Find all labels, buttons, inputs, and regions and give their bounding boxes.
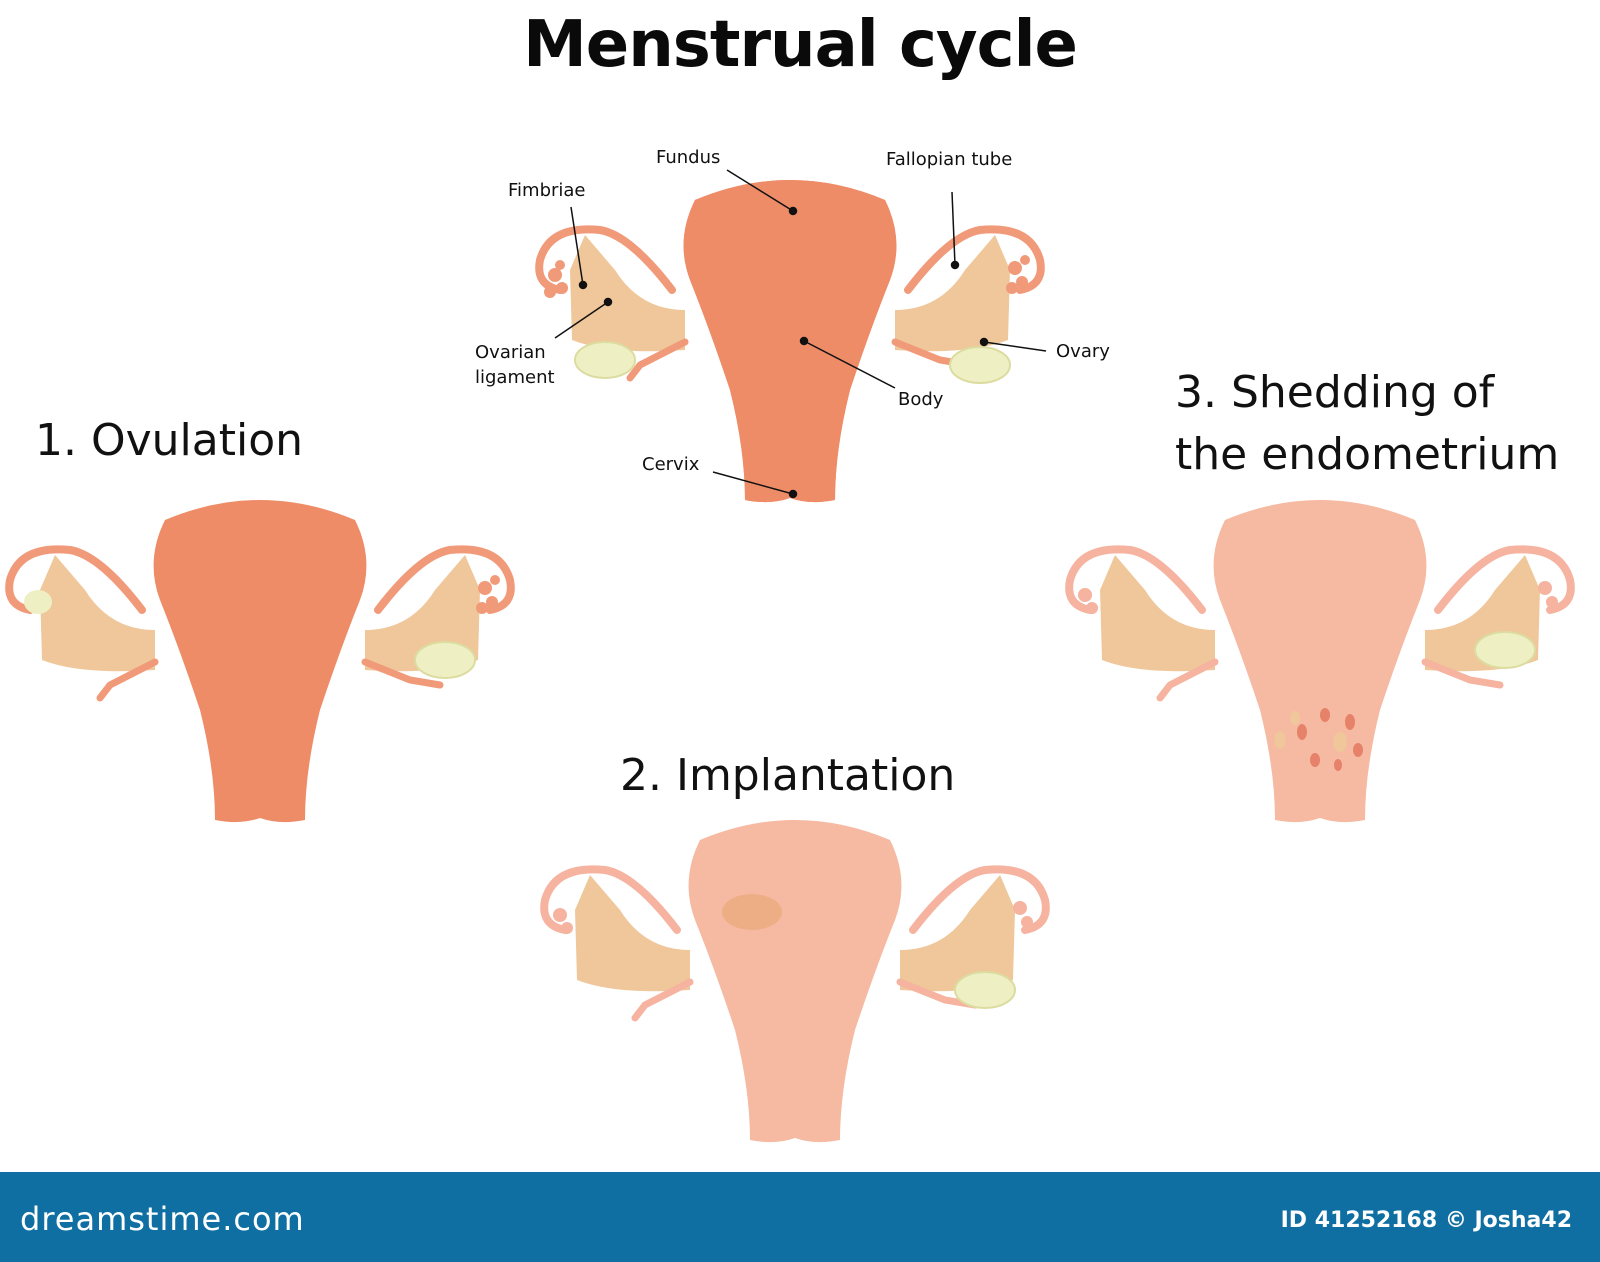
- footer-image-id: ID 41252168 © Josha42: [1280, 1208, 1572, 1233]
- stage-label-ovulation: 1. Ovulation: [35, 415, 303, 466]
- footer-brand: dreamstime.com: [20, 1200, 305, 1238]
- footer-bar: dreamstime.com ID 41252168 © Josha42: [0, 1172, 1600, 1262]
- stage-label-shedding-line2: the endometrium: [1175, 429, 1560, 480]
- label-ovarian-ligament-line1: Ovarian: [475, 342, 546, 363]
- label-ovarian-ligament-line2: ligament: [475, 367, 555, 388]
- label-cervix: Cervix: [642, 454, 700, 475]
- uterus-main-body-fill: [683, 180, 897, 503]
- label-fundus: Fundus: [656, 147, 721, 168]
- uterus-diagram-implantation: [540, 820, 1050, 1143]
- uterus-diagram-ovulation: [5, 500, 515, 823]
- leader-lines: [554, 169, 1047, 499]
- uterus-diagram-shedding: [1065, 500, 1575, 823]
- stage-label-shedding-line1: 3. Shedding of: [1175, 367, 1495, 418]
- label-fallopian-tube: Fallopian tube: [886, 149, 1013, 170]
- label-fimbriae: Fimbriae: [508, 180, 586, 201]
- diagram-title: Menstrual cycle: [523, 8, 1078, 82]
- label-body: Body: [898, 389, 944, 410]
- stage-label-implantation: 2. Implantation: [620, 750, 956, 801]
- label-ovary: Ovary: [1056, 341, 1110, 362]
